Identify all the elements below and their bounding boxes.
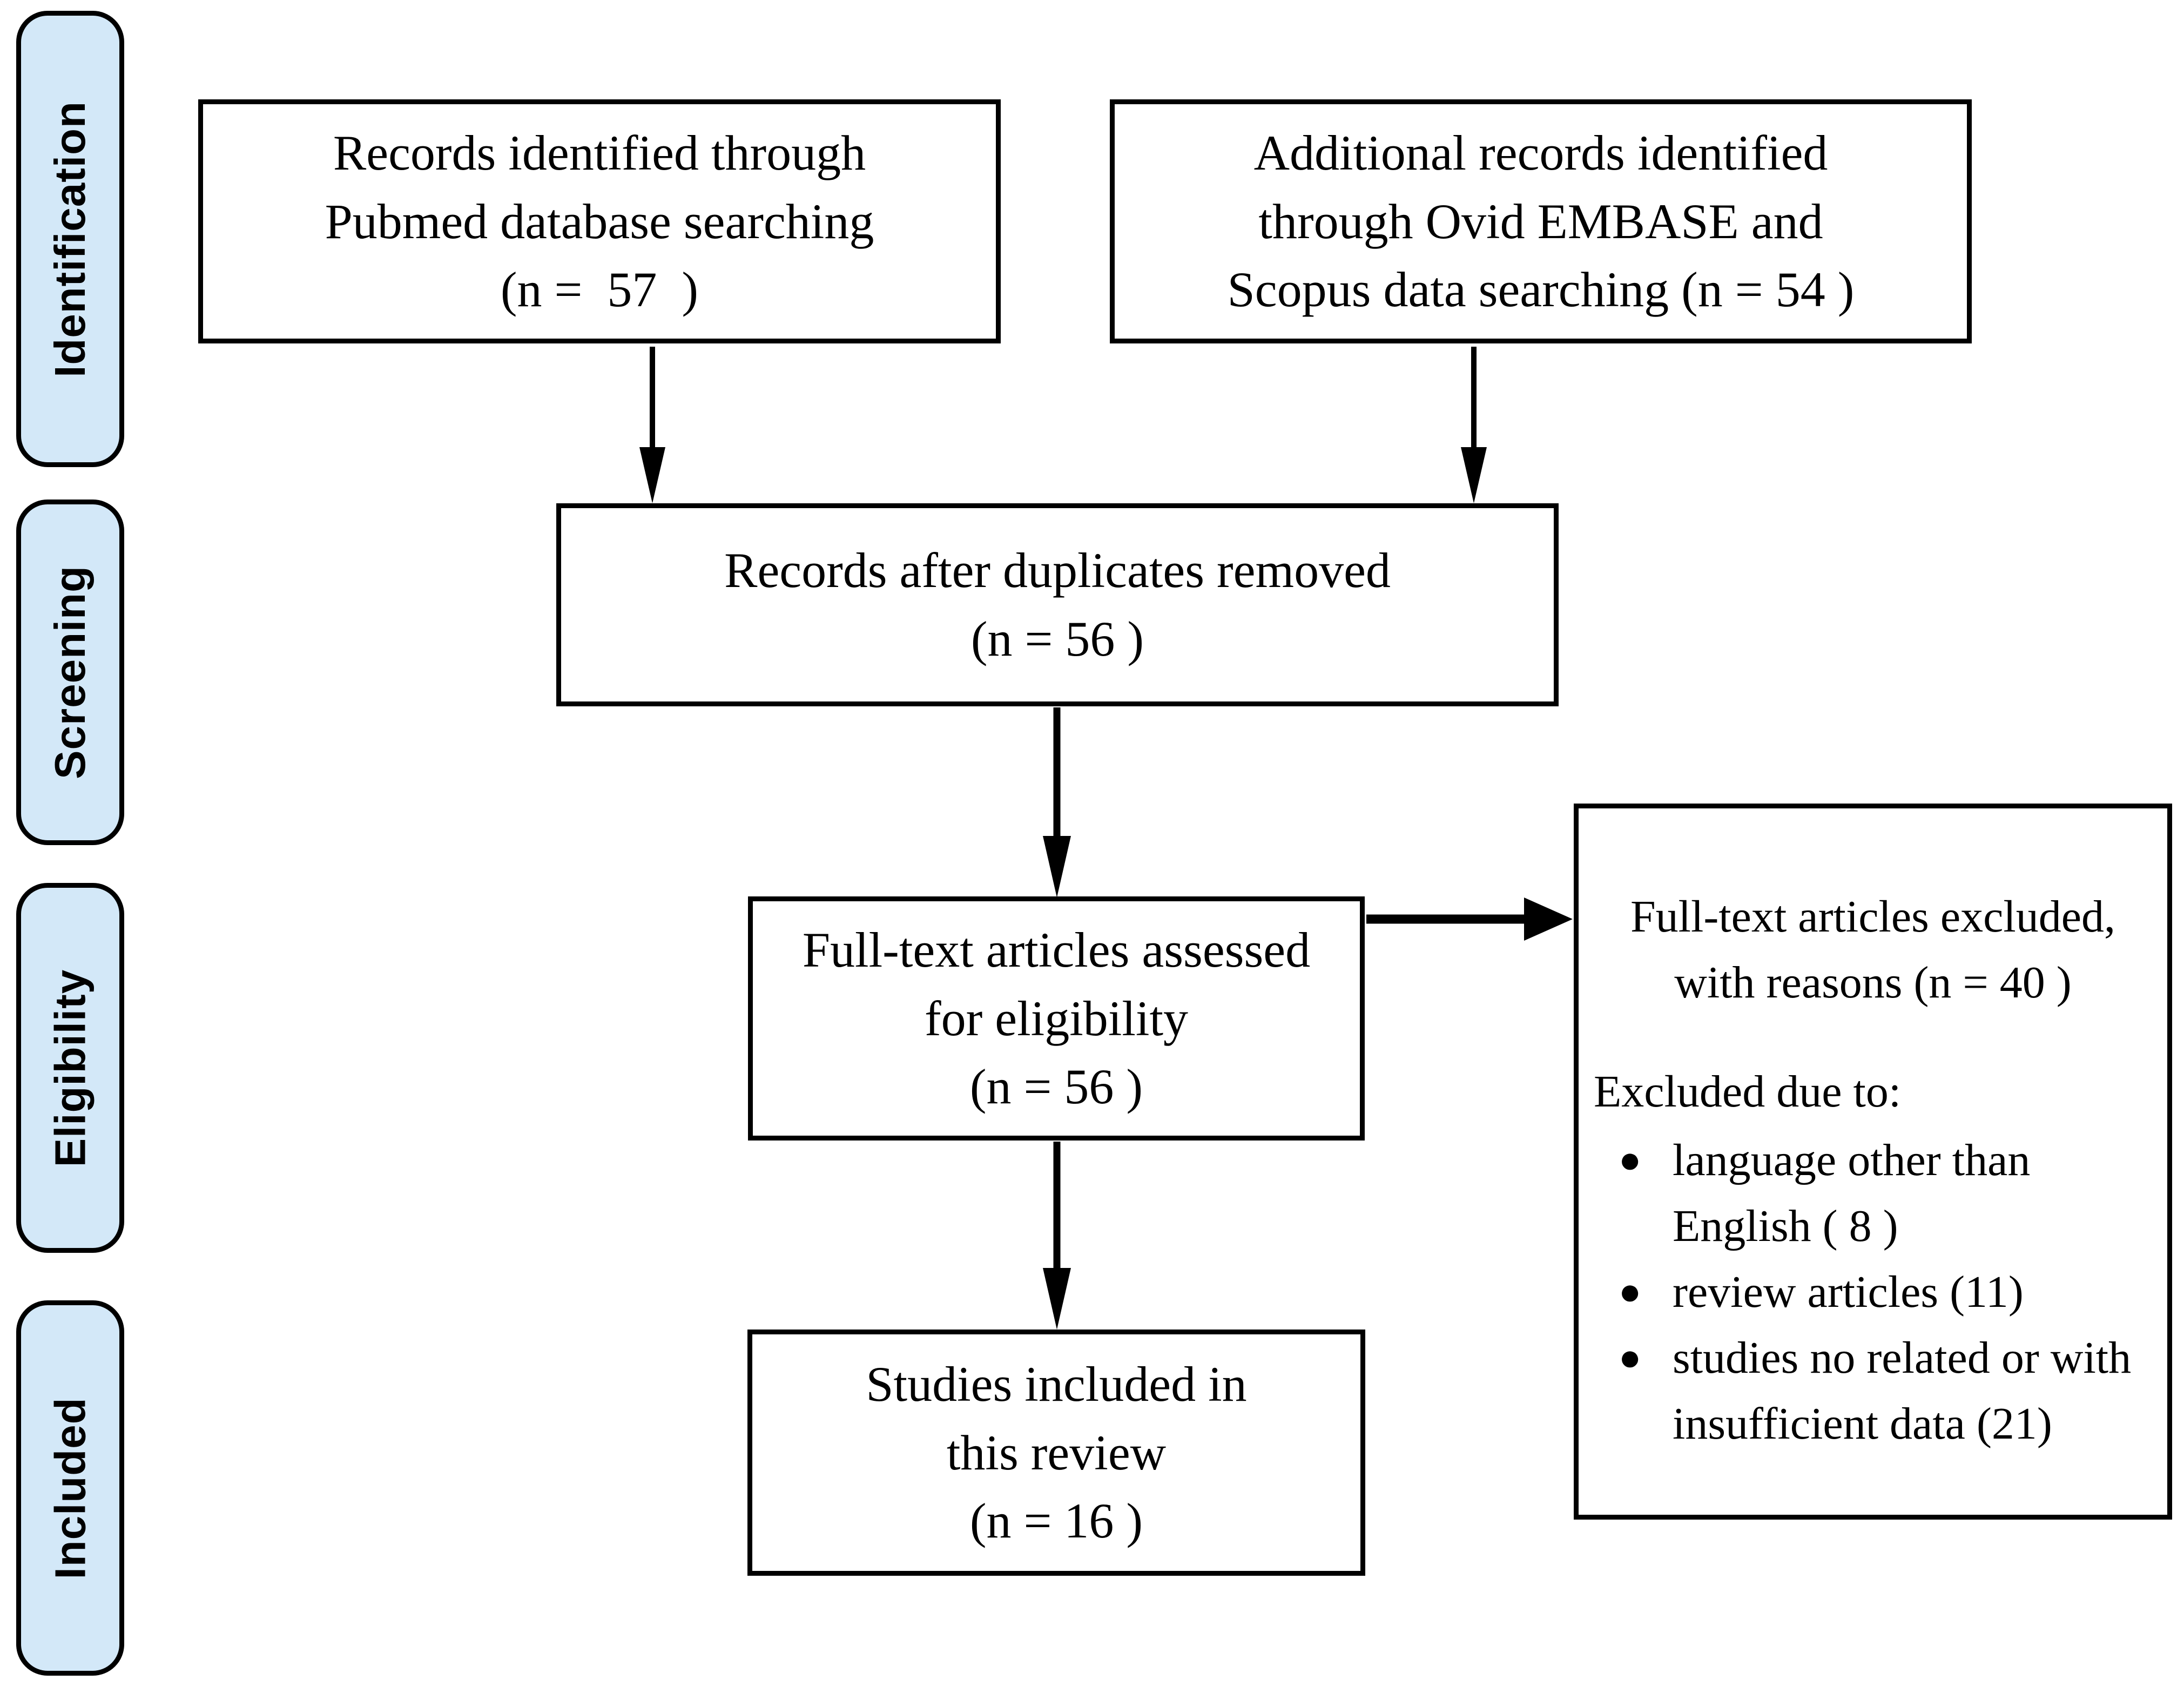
- arrow-additional-to-duplicates: [1461, 347, 1487, 503]
- box-fulltext-excluded-header-line1: Full-text articles excluded,: [1630, 892, 2116, 942]
- box-duplicates-removed-count: (n = 56 ): [970, 611, 1144, 666]
- box-fulltext-excluded-header: Full-text articles excluded, with reason…: [1579, 884, 2167, 1016]
- box-fulltext-assessed-line2: for eligibility: [924, 990, 1189, 1046]
- bullet-icon: ●: [1619, 1337, 1642, 1379]
- stage-eligibility-label: Eligibility: [46, 969, 94, 1167]
- excluded-reason-unrelated: studies no related or with insufficient …: [1673, 1332, 2132, 1449]
- box-fulltext-excluded-header-line2: with reasons (n = 40 ): [1674, 957, 2072, 1008]
- box-duplicates-removed-line1: Records after duplicates removed: [724, 543, 1391, 598]
- stage-identification: Identification: [16, 11, 124, 467]
- excluded-reason-review: review articles (11): [1673, 1266, 2024, 1317]
- excluded-reason-item: ● review articles (11): [1619, 1259, 2156, 1325]
- excluded-reason-item: ● studies no related or with insufficien…: [1619, 1325, 2156, 1457]
- box-records-pubmed-count: (n = 57 ): [500, 262, 699, 318]
- box-fulltext-excluded: Full-text articles excluded, with reason…: [1574, 804, 2172, 1520]
- box-records-additional-count: Scopus data searching (n = 54 ): [1227, 262, 1855, 318]
- box-duplicates-removed: Records after duplicates removed (n = 56…: [556, 503, 1559, 706]
- box-records-pubmed-line2: Pubmed database searching: [325, 193, 874, 249]
- arrow-pubmed-to-duplicates: [639, 347, 665, 503]
- bullet-icon: ●: [1619, 1271, 1642, 1313]
- stage-included-label: Included: [46, 1397, 94, 1579]
- stage-eligibility: Eligibility: [16, 883, 124, 1253]
- box-records-pubmed: Records identified through Pubmed databa…: [198, 99, 1001, 343]
- excluded-reason-item: ● language other than English ( 8 ): [1619, 1128, 2156, 1259]
- excluded-reasons-title: Excluded due to:: [1594, 1066, 1902, 1117]
- excluded-reason-language: language other than English ( 8 ): [1673, 1135, 2031, 1252]
- arrow-duplicates-to-fulltext: [1043, 707, 1071, 898]
- stage-identification-label: Identification: [46, 100, 94, 377]
- box-records-additional: Additional records identified through Ov…: [1110, 99, 1972, 343]
- box-fulltext-assessed-count: (n = 56 ): [969, 1059, 1143, 1115]
- box-records-additional-line2: through Ovid EMBASE and: [1258, 193, 1823, 249]
- stage-included: Included: [16, 1300, 124, 1676]
- box-studies-included: Studies included in this review (n = 16 …: [747, 1330, 1365, 1576]
- arrow-fulltext-to-included: [1043, 1142, 1071, 1330]
- box-studies-included-line2: this review: [946, 1425, 1167, 1480]
- stage-screening: Screening: [16, 500, 124, 845]
- box-studies-included-count: (n = 16 ): [969, 1493, 1143, 1549]
- box-records-additional-line1: Additional records identified: [1253, 125, 1828, 180]
- bullet-icon: ●: [1619, 1139, 1642, 1182]
- box-records-pubmed-line1: Records identified through: [333, 125, 866, 180]
- excluded-reasons-list: ● language other than English ( 8 ) ● re…: [1579, 1128, 2167, 1456]
- stage-screening-label: Screening: [46, 565, 95, 779]
- arrow-fulltext-to-excluded: [1366, 898, 1573, 941]
- box-fulltext-assessed: Full-text articles assessed for eligibil…: [748, 896, 1365, 1141]
- box-studies-included-line1: Studies included in: [866, 1356, 1247, 1412]
- box-fulltext-assessed-line1: Full-text articles assessed: [802, 922, 1311, 977]
